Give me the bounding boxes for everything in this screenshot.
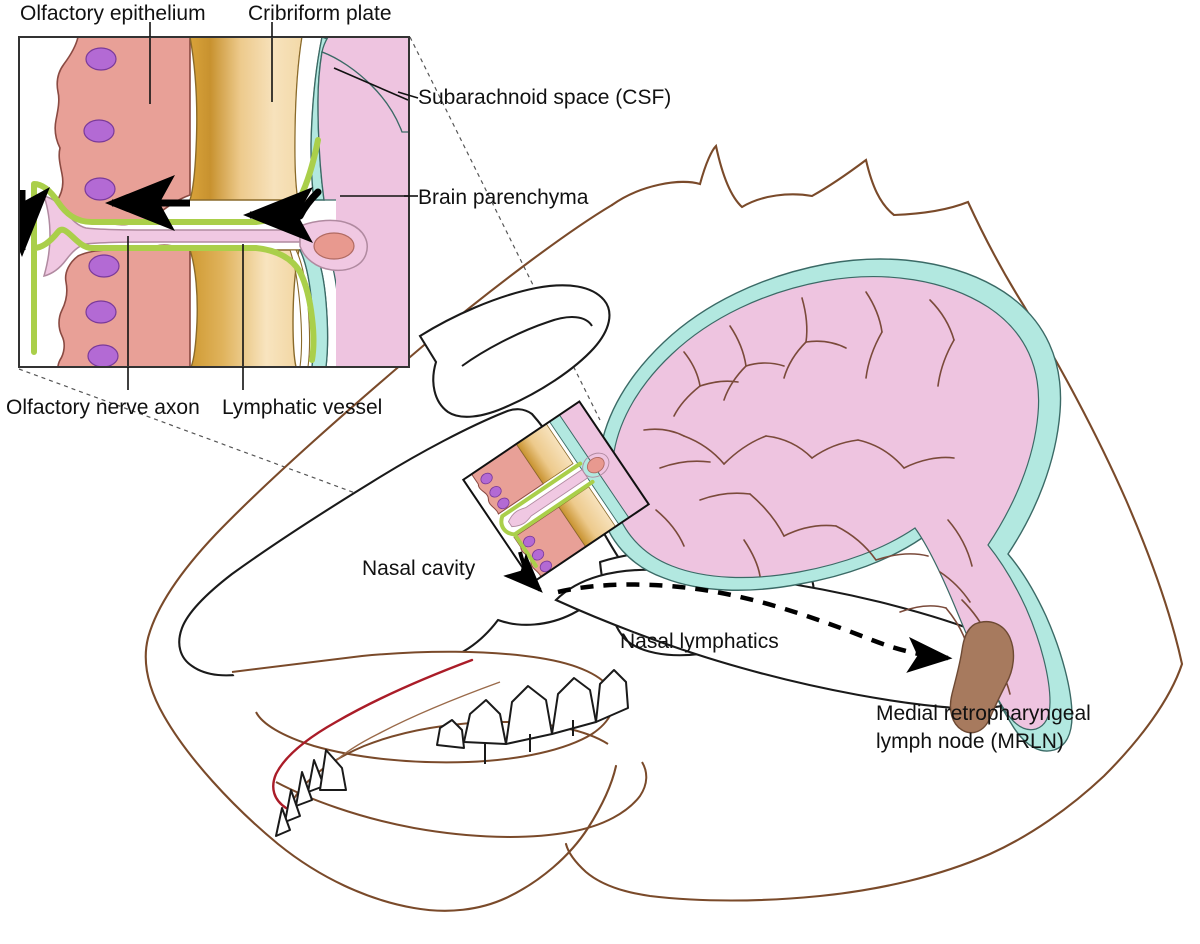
label-nasal-cavity: Nasal cavity <box>362 557 476 580</box>
nasal-lymphatic-pathway <box>557 582 953 673</box>
mini-lymphatic-vessel <box>499 461 595 568</box>
lower-jaw-outline <box>144 203 618 912</box>
label-brain-parenchyma: Brain parenchyma <box>418 186 589 209</box>
olfactory-bulb-core <box>313 232 355 260</box>
mini-bulb-core <box>586 457 605 474</box>
mini-olfactory-axon <box>507 469 589 528</box>
epithelium-nucleus <box>85 47 117 71</box>
label-olfactory-nerve-axon: Olfactory nerve axon <box>6 396 200 419</box>
cribriform-inset-box <box>461 400 651 584</box>
epithelium-nucleus <box>88 254 120 278</box>
epithelium-nucleus <box>84 177 116 201</box>
label-nasal-lymphatics: Nasal lymphatics <box>620 630 779 653</box>
teeth-upper-roots <box>484 720 574 764</box>
teeth-upper <box>436 669 629 749</box>
brain-parenchyma-head <box>613 276 1051 731</box>
label-cribriform-plate: Cribriform plate <box>248 2 392 25</box>
epithelium-nuclei-lower <box>85 254 120 367</box>
leader-subarachnoid <box>333 67 409 101</box>
medial-retropharyngeal-lymph-node <box>949 620 1015 734</box>
epithelium-nucleus <box>87 344 119 367</box>
brain-sulci <box>643 291 1011 695</box>
mandible-lower-edge <box>275 761 648 838</box>
olfactory-epithelium-upper <box>54 37 191 226</box>
csf-curved-arrow <box>296 188 322 220</box>
mini-epithelium-nuclei <box>480 472 552 573</box>
label-subarachnoid-space: Subarachnoid space (CSF) <box>418 86 671 109</box>
label-mrln-line2: lymph node (MRLN) <box>876 730 1064 753</box>
label-mrln-line1: Medial retropharyngeal <box>876 702 1091 725</box>
tongue <box>272 658 474 810</box>
leader-subarachnoid-out <box>397 91 419 99</box>
inset-frame <box>18 36 410 368</box>
head-outline <box>564 143 1184 902</box>
cribriform-to-nasal-arrow <box>503 551 543 593</box>
teeth-lower <box>275 749 347 837</box>
outside-leader-lines <box>127 22 419 390</box>
cribriform-plate-upper <box>189 37 303 201</box>
turbinate-scroll <box>461 316 593 367</box>
csf-flow-arrows <box>19 175 313 257</box>
inset-leader-lines <box>127 37 409 367</box>
epithelium-nucleus <box>83 119 115 143</box>
epithelium-nucleus <box>85 300 117 324</box>
label-olfactory-epithelium: Olfactory epithelium <box>20 2 206 25</box>
olfactory-epithelium-lower <box>57 244 191 367</box>
inset-panel <box>18 36 410 368</box>
mini-epithelium-upper <box>470 443 544 515</box>
cribriform-plate-lower <box>189 249 300 367</box>
mini-bulb-outline <box>582 452 610 478</box>
label-lymphatic-vessel: Lymphatic vessel <box>222 396 382 419</box>
brain-parenchyma-upper-right <box>317 51 409 201</box>
mini-inset-frame <box>461 400 651 584</box>
